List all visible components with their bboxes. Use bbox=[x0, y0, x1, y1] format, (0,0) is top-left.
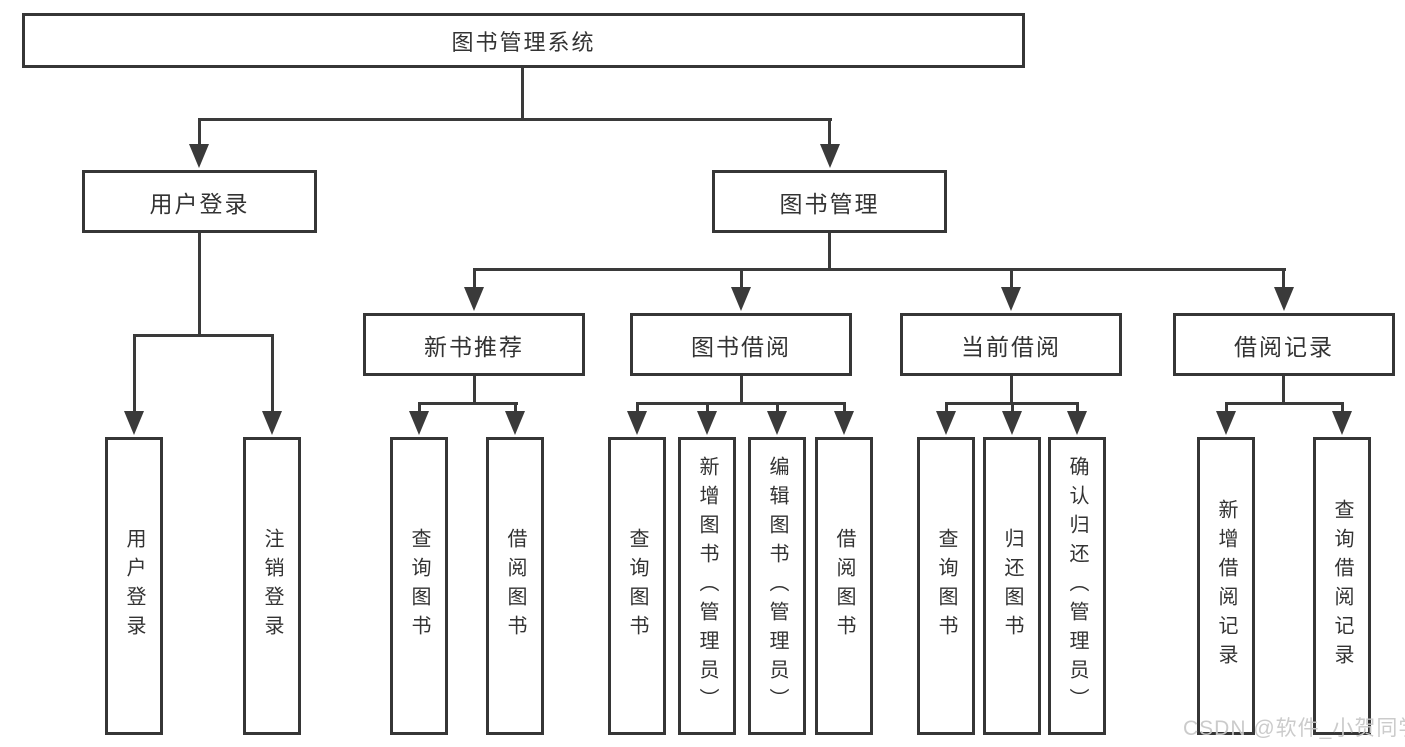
leaf-query-books-borrow-label: 查询图书 bbox=[626, 528, 648, 644]
arrowhead-current-borrowing bbox=[1001, 287, 1021, 311]
leaf-confirm-return-admin-label: 确认归还（管理员） bbox=[1066, 455, 1088, 717]
arrowhead-leaf bbox=[1332, 411, 1352, 435]
connector-book-borrowing-horizontal bbox=[636, 402, 846, 405]
connector-new-book-horizontal bbox=[418, 402, 518, 405]
leaf-return-books: 归还图书 bbox=[983, 437, 1041, 735]
connector-stem-leaf bbox=[776, 402, 779, 415]
connector-user-login-trunk bbox=[198, 232, 201, 337]
arrowhead-leaf bbox=[1002, 411, 1022, 435]
connector-stem-leaf bbox=[1341, 402, 1344, 415]
connector-book-management-trunk bbox=[828, 232, 831, 270]
connector-level2-horizontal bbox=[473, 268, 1286, 271]
leaf-query-books-recommend: 查询图书 bbox=[390, 437, 448, 735]
connector-stem-borrowing-records bbox=[1282, 268, 1285, 291]
connector-stem-leaf bbox=[706, 402, 709, 415]
connector-stem-leaf bbox=[945, 402, 948, 415]
connector-stem-book-borrowing bbox=[740, 268, 743, 291]
leaf-add-books-admin: 新增图书（管理员） bbox=[678, 437, 736, 735]
connector-stem-leaf bbox=[514, 402, 517, 415]
arrowhead-leaf bbox=[409, 411, 429, 435]
connector-borrowing-records-horizontal bbox=[1225, 402, 1344, 405]
connector-stem-leaf bbox=[636, 402, 639, 415]
arrowhead-leaf bbox=[627, 411, 647, 435]
leaf-add-borrow-record: 新增借阅记录 bbox=[1197, 437, 1255, 735]
node-user-login: 用户登录 bbox=[82, 170, 317, 233]
connector-stem-leaf-logout bbox=[271, 334, 274, 413]
leaf-borrow-books-recommend-label: 借阅图书 bbox=[504, 528, 526, 644]
node-new-book-recommendation: 新书推荐 bbox=[363, 313, 585, 376]
connector-stem-user-login bbox=[198, 118, 201, 148]
arrowhead-leaf bbox=[1067, 411, 1087, 435]
arrowhead-leaf bbox=[936, 411, 956, 435]
node-current-borrowing-label: 当前借阅 bbox=[961, 333, 1061, 360]
leaf-add-books-admin-label: 新增图书（管理员） bbox=[696, 455, 718, 717]
arrowhead-leaf bbox=[767, 411, 787, 435]
node-new-book-recommendation-label: 新书推荐 bbox=[424, 333, 524, 360]
leaf-add-borrow-record-label: 新增借阅记录 bbox=[1215, 499, 1237, 673]
arrowhead-borrowing-records bbox=[1274, 287, 1294, 311]
node-book-management-label: 图书管理 bbox=[779, 190, 880, 217]
leaf-logout-label: 注销登录 bbox=[261, 528, 283, 644]
leaf-query-borrow-record: 查询借阅记录 bbox=[1313, 437, 1371, 735]
arrowhead-leaf-logout bbox=[262, 411, 282, 435]
leaf-borrow-books-label: 借阅图书 bbox=[833, 528, 855, 644]
connector-stem-book-management bbox=[828, 118, 831, 148]
connector-stem-leaf bbox=[1076, 402, 1079, 415]
node-borrowing-records-label: 借阅记录 bbox=[1234, 333, 1334, 360]
connector-stem-leaf-login bbox=[133, 334, 136, 413]
leaf-query-books-borrow: 查询图书 bbox=[608, 437, 666, 735]
leaf-borrow-books: 借阅图书 bbox=[815, 437, 873, 735]
node-root: 图书管理系统 bbox=[22, 13, 1025, 68]
leaf-borrow-books-recommend: 借阅图书 bbox=[486, 437, 544, 735]
connector-new-book-trunk bbox=[473, 376, 476, 405]
connector-stem-current-borrowing bbox=[1010, 268, 1013, 291]
arrowhead-leaf bbox=[697, 411, 717, 435]
arrowhead-user-login bbox=[189, 144, 209, 168]
connector-level1-horizontal bbox=[198, 118, 832, 121]
csdn-watermark: CSDN @软件_小贺同学 bbox=[1183, 717, 1405, 740]
node-current-borrowing: 当前借阅 bbox=[900, 313, 1122, 376]
arrowhead-new-book bbox=[464, 287, 484, 311]
leaf-user-login: 用户登录 bbox=[105, 437, 163, 735]
connector-user-login-horizontal bbox=[133, 334, 274, 337]
connector-stem-new-book bbox=[473, 268, 476, 291]
leaf-logout: 注销登录 bbox=[243, 437, 301, 735]
node-book-management: 图书管理 bbox=[712, 170, 947, 233]
node-root-label: 图书管理系统 bbox=[451, 29, 596, 55]
connector-current-borrowing-trunk bbox=[1010, 376, 1013, 405]
connector-root-trunk bbox=[521, 68, 524, 121]
connector-stem-leaf bbox=[1225, 402, 1228, 415]
leaf-query-books-current-label: 查询图书 bbox=[935, 528, 957, 644]
leaf-query-books-recommend-label: 查询图书 bbox=[408, 528, 430, 644]
arrowhead-leaf bbox=[505, 411, 525, 435]
leaf-return-books-label: 归还图书 bbox=[1001, 528, 1023, 644]
leaf-query-books-current: 查询图书 bbox=[917, 437, 975, 735]
leaf-confirm-return-admin: 确认归还（管理员） bbox=[1048, 437, 1106, 735]
node-user-login-label: 用户登录 bbox=[149, 190, 250, 217]
leaf-edit-books-admin-label: 编辑图书（管理员） bbox=[766, 455, 788, 717]
node-book-borrowing-label: 图书借阅 bbox=[691, 333, 791, 360]
arrowhead-book-management bbox=[820, 144, 840, 168]
arrowhead-book-borrowing bbox=[731, 287, 751, 311]
arrowhead-leaf-login bbox=[124, 411, 144, 435]
connector-borrowing-records-trunk bbox=[1282, 376, 1285, 405]
connector-book-borrowing-trunk bbox=[740, 376, 743, 405]
connector-stem-leaf bbox=[1011, 402, 1014, 415]
leaf-user-login-label: 用户登录 bbox=[123, 528, 145, 644]
leaf-query-borrow-record-label: 查询借阅记录 bbox=[1331, 499, 1353, 673]
arrowhead-leaf bbox=[834, 411, 854, 435]
connector-stem-leaf bbox=[418, 402, 421, 415]
arrowhead-leaf bbox=[1216, 411, 1236, 435]
node-book-borrowing: 图书借阅 bbox=[630, 313, 852, 376]
node-borrowing-records: 借阅记录 bbox=[1173, 313, 1395, 376]
leaf-edit-books-admin: 编辑图书（管理员） bbox=[748, 437, 806, 735]
connector-stem-leaf bbox=[843, 402, 846, 415]
